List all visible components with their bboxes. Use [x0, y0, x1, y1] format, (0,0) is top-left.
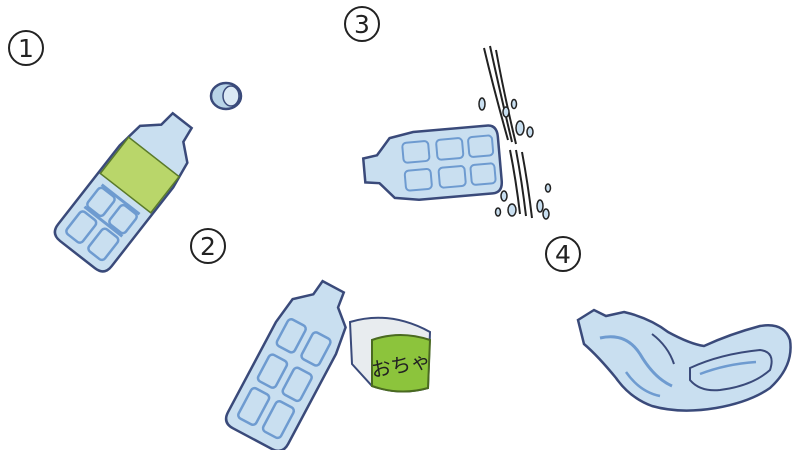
step-4-crushed-bottle-illustration [578, 310, 791, 411]
bottle-cap-removed [211, 83, 241, 109]
crushed-bottle [578, 310, 791, 411]
step-3-rinse-illustration [361, 46, 550, 219]
bottle-2 [222, 271, 363, 450]
bottle-1 [51, 100, 209, 276]
step-1-bottle-illustration [51, 83, 241, 276]
peeled-label: おちゃ [350, 318, 432, 392]
bottle-3 [361, 125, 502, 205]
step-2-remove-label-illustration: おちゃ [222, 271, 432, 450]
